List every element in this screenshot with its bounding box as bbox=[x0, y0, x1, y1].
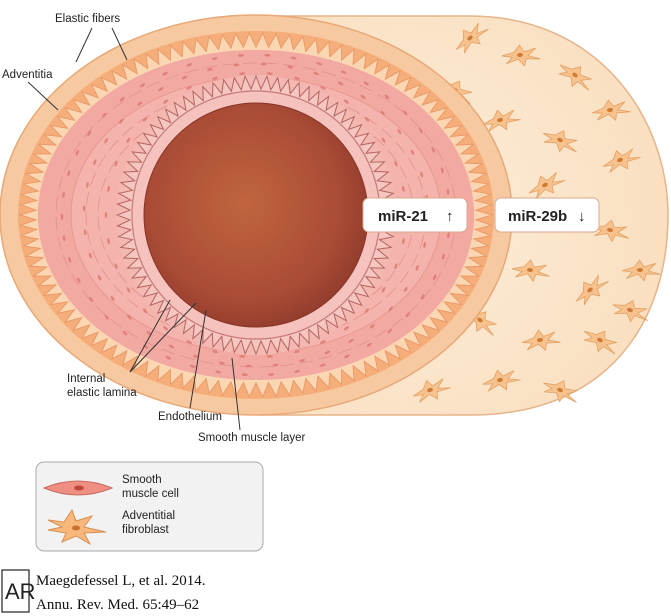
legend-smooth-muscle-2: muscle cell bbox=[122, 488, 179, 500]
citation-line-1: Maegdefessel L, et al. 2014. bbox=[36, 573, 206, 589]
mir29b-tag: miR-29b ↓ bbox=[494, 197, 600, 233]
mir21-label: miR-21 bbox=[378, 208, 428, 225]
legend-smooth-muscle-1: Smooth bbox=[122, 474, 162, 486]
mir29b-label: miR-29b bbox=[508, 208, 567, 225]
annual-reviews-logo-text: AR bbox=[5, 579, 36, 604]
down-arrow-icon: ↓ bbox=[578, 208, 586, 225]
citation: AR Maegdefessel L, et al. 2014. Annu. Re… bbox=[1, 569, 206, 613]
endothelium-label: Endothelium bbox=[158, 411, 222, 423]
leader-lines bbox=[27, 27, 241, 431]
up-arrow-icon: ↑ bbox=[446, 208, 454, 225]
mir21-tag: miR-21 ↑ bbox=[362, 197, 468, 233]
nucleus-icon bbox=[72, 525, 80, 531]
smooth-muscle-layer-label: Smooth muscle layer bbox=[198, 432, 306, 444]
legend-fibroblast-2: fibroblast bbox=[122, 524, 169, 536]
internal-elastic-lamina-label-2: elastic lamina bbox=[67, 387, 137, 399]
citation-line-2: Annu. Rev. Med. 65:49–62 bbox=[36, 597, 199, 613]
internal-elastic-lamina-label-1: Internal bbox=[67, 373, 105, 385]
lumen bbox=[143, 102, 369, 328]
legend: Smooth muscle cell Adventitial fibroblas… bbox=[35, 461, 264, 552]
legend-fibroblast-1: Adventitial bbox=[122, 510, 175, 522]
adventitia-label: Adventitia bbox=[2, 69, 53, 81]
nucleus-icon bbox=[74, 485, 84, 491]
annual-reviews-logo bbox=[1, 569, 30, 613]
elastic-fibers-label: Elastic fibers bbox=[55, 13, 120, 25]
